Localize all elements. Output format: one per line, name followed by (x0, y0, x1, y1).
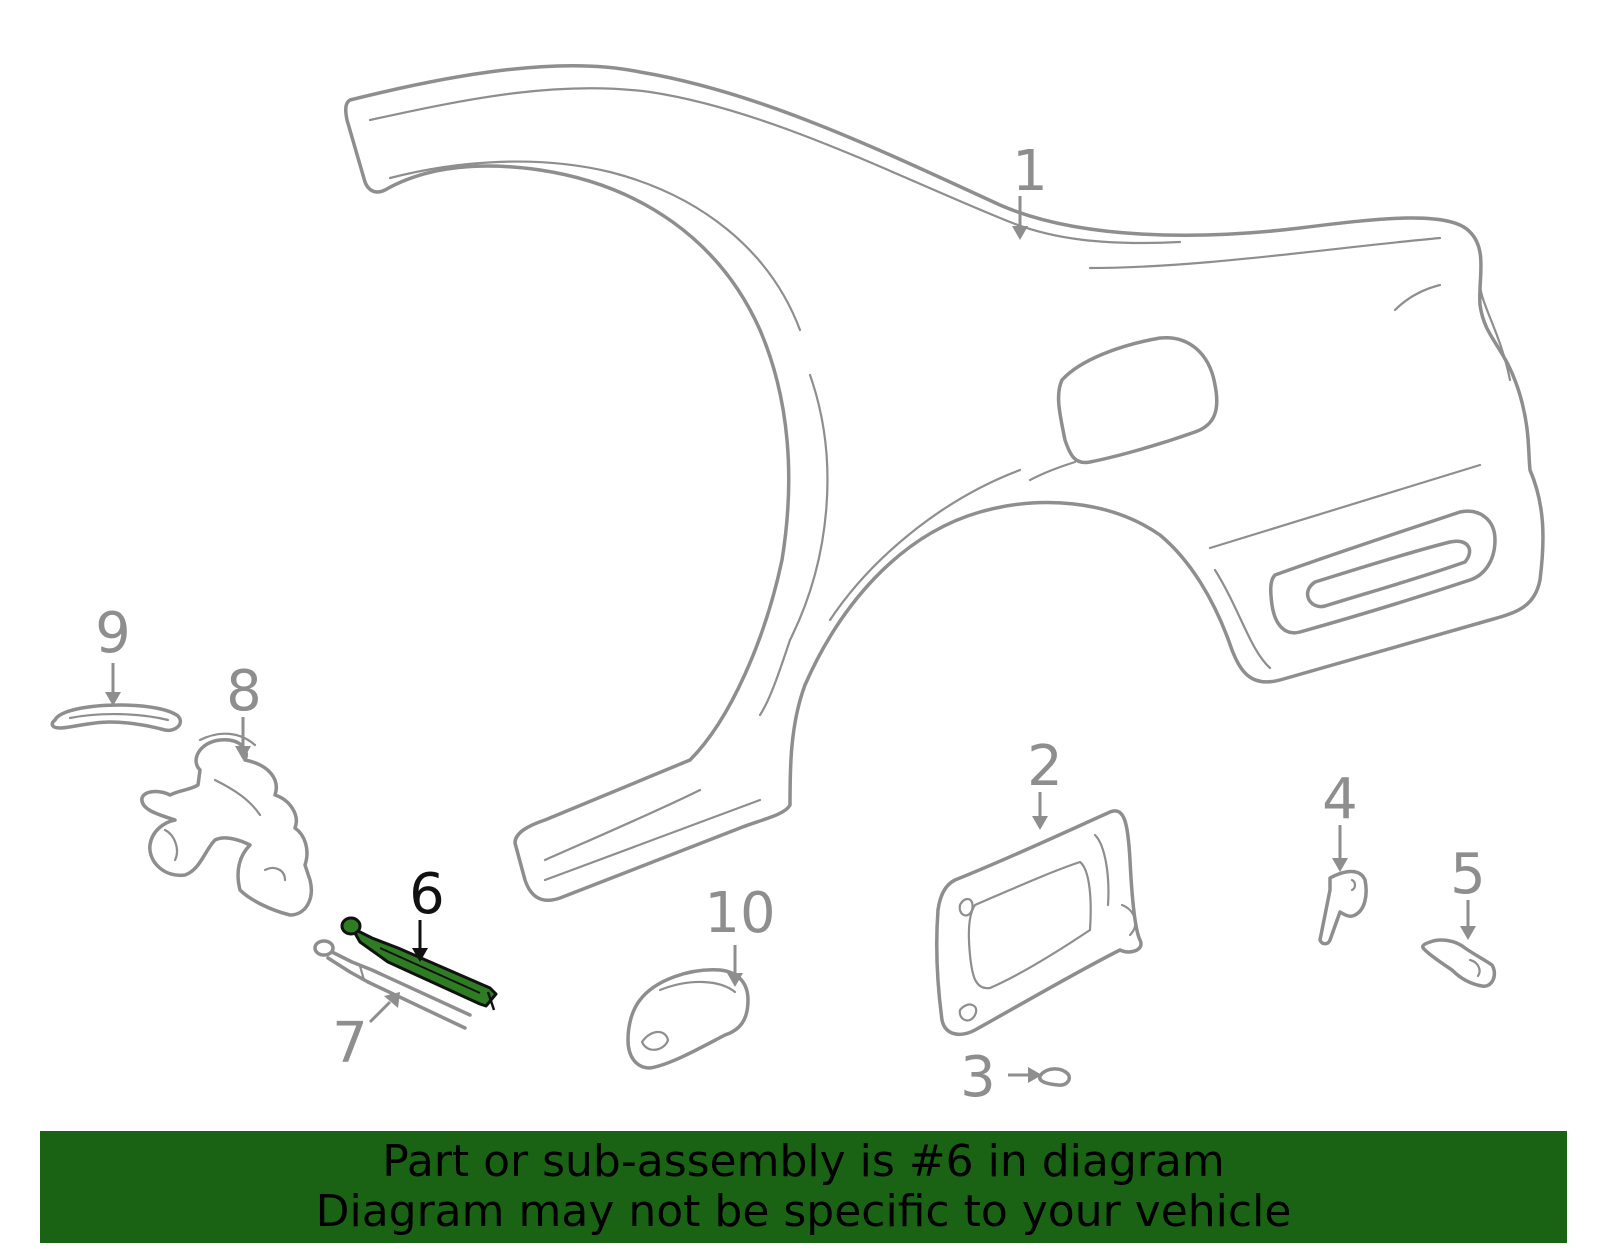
part-10-fuel-door[interactable] (626, 968, 750, 1070)
part-4-latch[interactable] (1318, 869, 1368, 946)
callout-3: 3 (960, 1045, 996, 1110)
callout-10: 10 (704, 881, 775, 946)
callout-9: 9 (95, 601, 131, 666)
callout-8: 8 (226, 659, 262, 724)
callout-1: 1 (1012, 139, 1048, 204)
part-6-gas-strut[interactable] (340, 916, 498, 1011)
callout-4: 4 (1322, 767, 1358, 832)
part-9-seal[interactable] (50, 703, 183, 733)
banner-line-2: Diagram may not be specific to your vehi… (315, 1186, 1292, 1237)
callout-7: 7 (332, 1011, 368, 1076)
part-2-fuel-door-housing[interactable] (935, 809, 1143, 1037)
part-1-quarter-panel[interactable] (344, 63, 1545, 902)
part-5-actuator[interactable] (1421, 938, 1497, 988)
part-7-strut[interactable] (313, 939, 472, 1030)
part-8-hinge-bracket[interactable] (140, 732, 313, 917)
callout-5: 5 (1450, 842, 1486, 907)
callout-6: 6 (409, 862, 445, 927)
callout-2: 2 (1027, 734, 1063, 799)
callout-arrows (105, 196, 1476, 1083)
banner-line-1: Part or sub-assembly is #6 in diagram (382, 1136, 1225, 1187)
info-banner: Part or sub-assembly is #6 in diagram Di… (40, 1131, 1567, 1243)
part-3-fastener[interactable] (1038, 1067, 1071, 1087)
